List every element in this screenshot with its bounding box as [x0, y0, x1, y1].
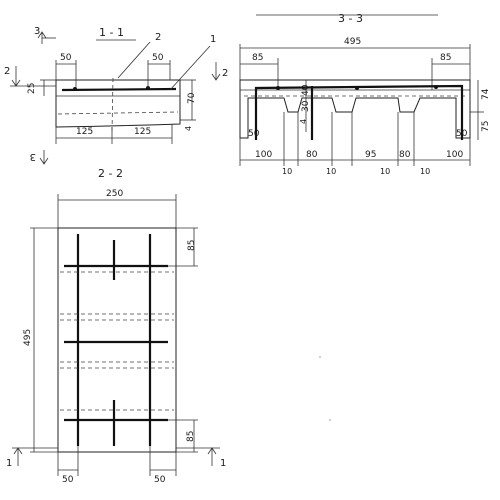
dim-85b: 85 — [440, 53, 451, 63]
dim-85c: 85 — [187, 240, 197, 251]
dim-50e: 50 — [62, 475, 74, 485]
slab-outline-1-1 — [55, 79, 181, 128]
rebar-3-3-dot-b — [355, 86, 359, 90]
dim-25: 25 — [27, 83, 37, 94]
cut-2-left-label: 2 — [4, 66, 10, 77]
cut-3-bottom-arrow — [39, 150, 49, 165]
dim-85d: 85 — [186, 431, 196, 442]
speck — [329, 419, 331, 421]
dim-4: 4 — [184, 126, 193, 131]
dim-40: 40 — [301, 84, 311, 96]
rebar-3-3-bent — [254, 84, 464, 140]
dim-100a: 100 — [255, 150, 272, 160]
cut-2-right-arrow — [211, 62, 221, 81]
dim-50c: 50 — [248, 129, 260, 139]
dim-50d: 50 — [456, 129, 468, 139]
dim-80a: 80 — [306, 150, 318, 160]
plan-outline — [57, 227, 177, 453]
dim-10c: 10 — [380, 167, 390, 176]
dim-4b: 4 — [299, 119, 308, 124]
cut-3-top-label: 3 — [34, 26, 40, 37]
leader-1 — [169, 45, 211, 91]
dim-95: 95 — [365, 150, 376, 160]
speck — [319, 356, 321, 358]
center-axis-1-1 — [111, 77, 114, 133]
rebar-3-3-dot-a — [276, 86, 280, 90]
dim-495-side: 495 — [23, 329, 33, 346]
dim-10b: 10 — [326, 167, 336, 176]
dim-495-top: 495 — [344, 37, 361, 47]
dim-74: 74 — [481, 88, 491, 100]
dim-85a: 85 — [252, 53, 263, 63]
section-1-1-title: 1 - 1 — [99, 26, 124, 39]
rebar-3-3-dot-c — [434, 85, 438, 89]
callout-2: 2 — [155, 32, 161, 43]
rebar-1-1 — [61, 87, 177, 92]
dim-75: 75 — [481, 121, 491, 132]
dim-30: 30 — [301, 100, 311, 112]
dim-100b: 100 — [446, 150, 463, 160]
cut-1-left-label: 1 — [6, 458, 12, 469]
dim-50a: 50 — [60, 53, 72, 63]
dim-70: 70 — [187, 92, 197, 104]
section-1-1: 1 - 1 50 50 2 1 25 70 4 — [4, 26, 216, 165]
section-2-2: 2 - 2 250 85 85 — [6, 167, 226, 485]
dim-125a: 125 — [76, 127, 93, 137]
leader-2 — [117, 41, 151, 79]
section-3-3-title: 3 - 3 — [338, 12, 363, 25]
cut-1-right-label: 1 — [220, 458, 226, 469]
cut-2-left-arrow — [11, 66, 21, 87]
dim-125b: 125 — [134, 127, 151, 137]
cut-1-left-arrow — [13, 447, 23, 466]
dim-50f: 50 — [154, 475, 166, 485]
dim-50b: 50 — [152, 53, 164, 63]
dim-10d: 10 — [420, 167, 430, 176]
section-3-3: 3 - 3 495 85 85 40 30 4 74 75 — [211, 12, 491, 176]
section-2-2-title: 2 - 2 — [98, 167, 123, 180]
dim-250: 250 — [106, 189, 123, 199]
cut-1-right-arrow — [207, 447, 217, 466]
dim-80b: 80 — [399, 150, 411, 160]
cut-3-bottom-label: 3 — [30, 151, 36, 162]
dim-10a: 10 — [282, 167, 292, 176]
slab-dashed-line — [57, 111, 179, 115]
callout-1: 1 — [210, 34, 216, 45]
cut-2-right-label: 2 — [222, 68, 228, 79]
